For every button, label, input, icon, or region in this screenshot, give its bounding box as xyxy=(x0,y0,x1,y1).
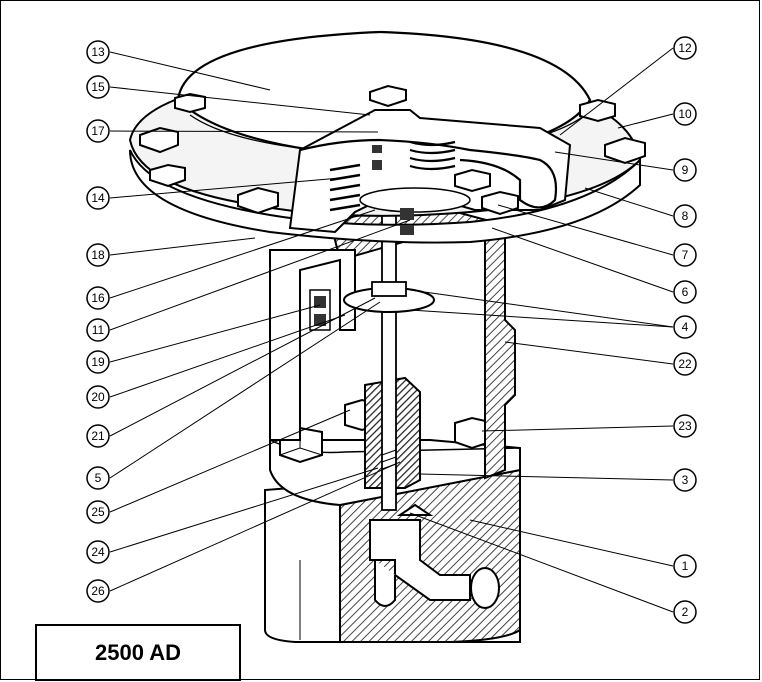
callout-number: 26 xyxy=(91,584,105,598)
callout-4: 4 xyxy=(673,315,697,339)
model-label-box: 2500 AD xyxy=(35,624,241,681)
callout-circle xyxy=(673,280,697,304)
leader-lines xyxy=(109,47,674,613)
callout-14: 14 xyxy=(86,186,110,210)
callout-24: 24 xyxy=(86,540,110,564)
callout-circle xyxy=(673,243,697,267)
callout-number: 17 xyxy=(91,124,105,138)
valve-body xyxy=(264,468,521,643)
callout-number: 25 xyxy=(91,505,105,519)
callout-circle xyxy=(86,579,110,603)
callout-circle xyxy=(86,500,110,524)
callout-number: 8 xyxy=(682,209,689,223)
callout-number: 15 xyxy=(91,80,105,94)
callout-number: 9 xyxy=(682,163,689,177)
callout-3: 3 xyxy=(673,468,697,492)
callout-circle xyxy=(86,350,110,374)
callout-circle xyxy=(673,554,697,578)
callout-circle xyxy=(673,36,697,60)
plate-bolts xyxy=(279,398,491,464)
callout-10: 10 xyxy=(673,102,697,126)
callout-circle xyxy=(86,119,110,143)
callout-number: 22 xyxy=(678,357,692,371)
callout-number: 24 xyxy=(91,545,105,559)
callout-circle xyxy=(673,315,697,339)
callout-number: 16 xyxy=(91,291,105,305)
callout-number: 10 xyxy=(678,107,692,121)
callout-number: 6 xyxy=(682,285,689,299)
callout-circle xyxy=(86,385,110,409)
callout-circle xyxy=(673,102,697,126)
callout-number: 14 xyxy=(91,191,105,205)
callout-8: 8 xyxy=(673,204,697,228)
callout-number: 19 xyxy=(91,355,105,369)
callout-circle xyxy=(673,352,697,376)
callout-number: 21 xyxy=(91,429,105,443)
callout-group: 1315171418161119202152524261210987642223… xyxy=(86,36,697,624)
callout-7: 7 xyxy=(673,243,697,267)
callout-circle xyxy=(86,243,110,267)
callout-number: 20 xyxy=(91,390,105,404)
callout-circle xyxy=(673,468,697,492)
callout-17: 17 xyxy=(86,119,110,143)
callout-number: 3 xyxy=(682,473,689,487)
callout-5: 5 xyxy=(86,466,110,490)
callout-20: 20 xyxy=(86,385,110,409)
callout-circle xyxy=(673,204,697,228)
callout-circle xyxy=(86,540,110,564)
model-label: 2500 AD xyxy=(94,639,181,665)
callout-circle xyxy=(86,466,110,490)
callout-number: 23 xyxy=(678,419,692,433)
callout-18: 18 xyxy=(86,243,110,267)
callout-1: 1 xyxy=(673,554,697,578)
callout-number: 2 xyxy=(682,605,689,619)
callout-circle xyxy=(86,286,110,310)
callout-26: 26 xyxy=(86,579,110,603)
callout-circle xyxy=(673,600,697,624)
callout-circle xyxy=(673,158,697,182)
callout-16: 16 xyxy=(86,286,110,310)
callout-circle xyxy=(86,40,110,64)
callout-6: 6 xyxy=(673,280,697,304)
callout-number: 13 xyxy=(91,45,105,59)
callout-23: 23 xyxy=(673,414,697,438)
callout-circle xyxy=(86,186,110,210)
callout-number: 18 xyxy=(91,248,105,262)
callout-19: 19 xyxy=(86,350,110,374)
callout-number: 5 xyxy=(95,471,102,485)
callout-13: 13 xyxy=(86,40,110,64)
callout-22: 22 xyxy=(673,352,697,376)
callout-2: 2 xyxy=(673,600,697,624)
callout-21: 21 xyxy=(86,424,110,448)
callout-25: 25 xyxy=(86,500,110,524)
callout-number: 7 xyxy=(682,248,689,262)
callout-number: 11 xyxy=(92,323,105,337)
callout-circle xyxy=(86,318,110,342)
callout-circle xyxy=(673,414,697,438)
callout-number: 4 xyxy=(682,320,689,334)
callout-number: 12 xyxy=(678,41,692,55)
callout-number: 1 xyxy=(682,559,689,573)
callout-11: 11 xyxy=(86,318,110,342)
callout-9: 9 xyxy=(673,158,697,182)
callout-15: 15 xyxy=(86,75,110,99)
callout-circle xyxy=(86,75,110,99)
callout-12: 12 xyxy=(673,36,697,60)
callout-circle xyxy=(86,424,110,448)
